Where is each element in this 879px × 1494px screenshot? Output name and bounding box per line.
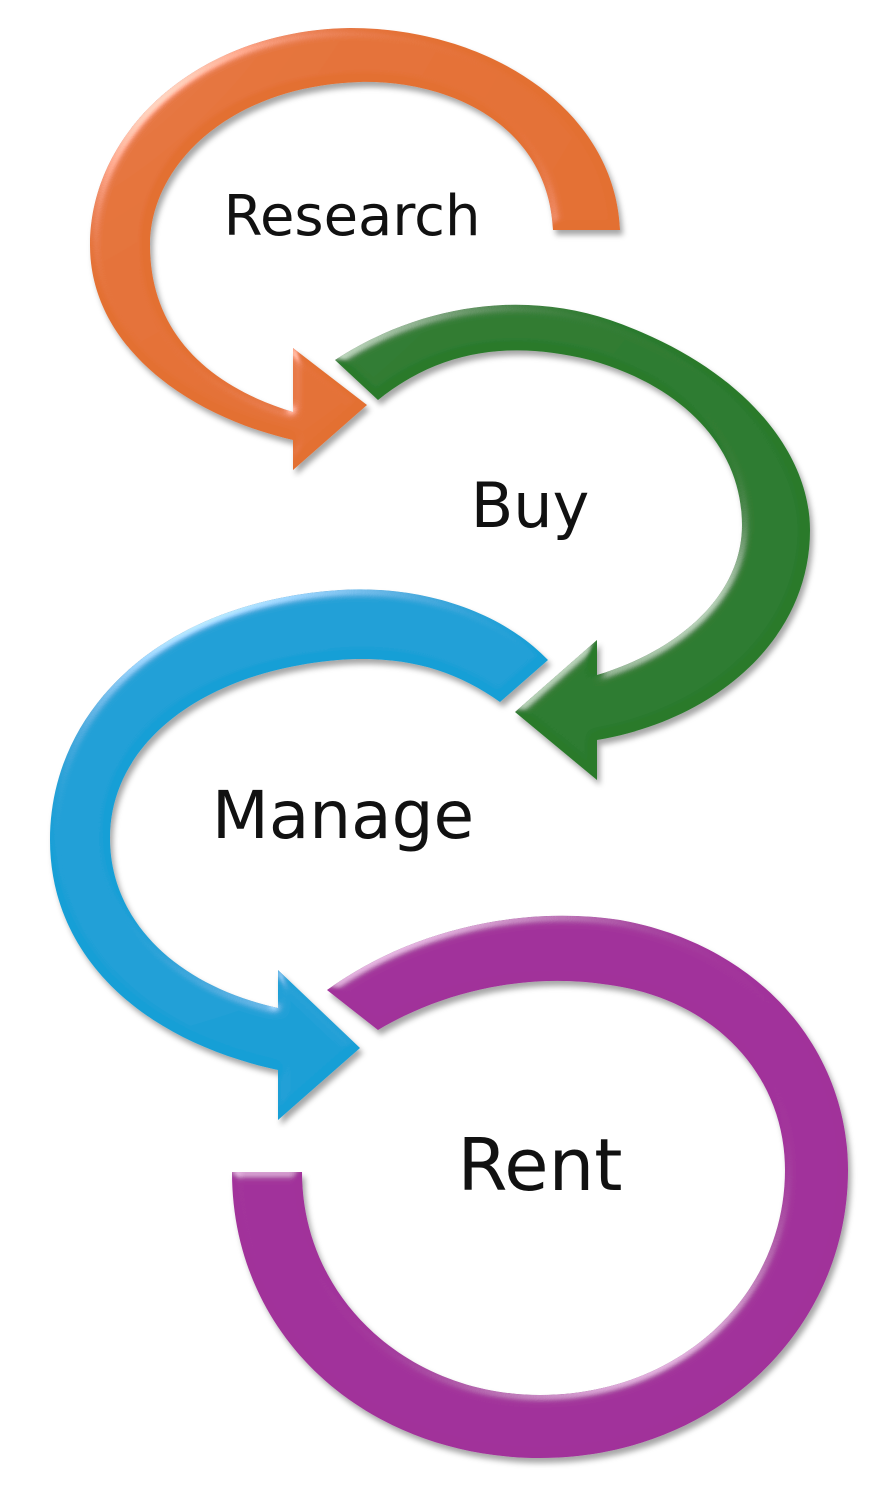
step-label-manage: Manage (212, 777, 474, 854)
research-arrow (90, 28, 620, 470)
manage-arrow (50, 589, 548, 1120)
step-label-rent: Rent (458, 1123, 623, 1207)
step-label-research: Research (224, 184, 481, 249)
step-label-buy: Buy (471, 469, 590, 542)
buy-arrow (335, 304, 810, 780)
